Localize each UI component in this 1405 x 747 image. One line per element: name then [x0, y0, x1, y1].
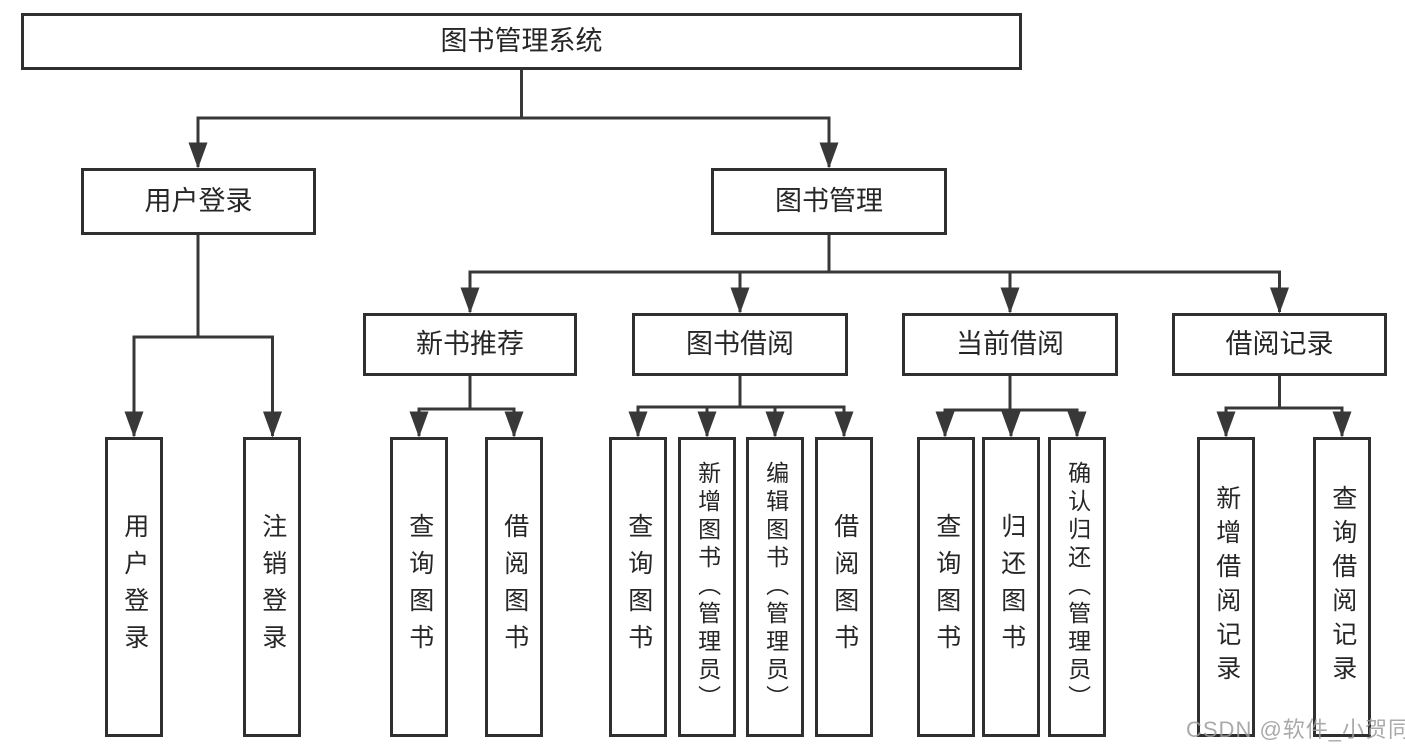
leaf-cb-confirm-return-admin: 确认归还（管理员） — [1048, 437, 1106, 737]
leaf-cb-return-books-label: 归还图书 — [997, 513, 1026, 661]
wire-bookmgmt-rail — [468, 233, 1281, 274]
leaf-br-query-record-label: 查询借阅记录 — [1328, 485, 1357, 689]
node-current-borrowing: 当前借阅 — [902, 313, 1118, 376]
leaf-bb-query-books-label: 查询图书 — [624, 513, 653, 661]
node-library-system: 图书管理系统 — [21, 13, 1022, 70]
leaf-bb-add-books-admin-label: 新增图书（管理员） — [694, 461, 721, 713]
wire-borrow-rail — [636, 374, 846, 409]
node-book-management: 图书管理 — [711, 168, 947, 235]
node-user-login: 用户登录 — [81, 168, 316, 235]
leaf-cb-query-books-label: 查询图书 — [932, 513, 961, 661]
leaf-user-login-label: 用户登录 — [120, 513, 149, 661]
node-book-borrowing-label: 图书借阅 — [686, 329, 794, 359]
watermark: CSDN @软件_小贺同学 — [1186, 717, 1405, 742]
wire-records-rail — [1224, 374, 1344, 410]
wire-userlogin-rail — [132, 233, 274, 339]
leaf-user-login: 用户登录 — [105, 437, 163, 737]
leaf-br-add-record-label: 新增借阅记录 — [1212, 485, 1241, 689]
wire-current-rail — [943, 374, 1079, 412]
leaf-cb-query-books: 查询图书 — [917, 437, 975, 737]
wire-root-rail — [196, 67, 831, 120]
wire-rec-rail — [417, 374, 516, 411]
leaf-bb-edit-books-admin: 编辑图书（管理员） — [746, 437, 804, 737]
node-current-borrowing-label: 当前借阅 — [956, 329, 1064, 359]
leaf-rec-borrow-books-label: 借阅图书 — [500, 513, 529, 661]
node-borrowing-records: 借阅记录 — [1172, 313, 1387, 376]
leaf-cb-confirm-return-admin-label: 确认归还（管理员） — [1064, 461, 1091, 713]
leaf-bb-query-books: 查询图书 — [609, 437, 667, 737]
leaf-bb-borrow-books: 借阅图书 — [815, 437, 873, 737]
leaf-bb-borrow-books-label: 借阅图书 — [830, 513, 859, 661]
node-user-login-label: 用户登录 — [144, 186, 253, 216]
node-borrowing-records-label: 借阅记录 — [1225, 329, 1334, 359]
leaf-br-add-record: 新增借阅记录 — [1197, 437, 1255, 737]
node-new-book-recommend-label: 新书推荐 — [416, 329, 524, 359]
node-library-system-label: 图书管理系统 — [440, 26, 603, 56]
leaf-rec-query-books: 查询图书 — [390, 437, 448, 737]
node-book-management-label: 图书管理 — [775, 186, 883, 216]
leaf-rec-borrow-books: 借阅图书 — [485, 437, 543, 737]
leaf-logout-label: 注销登录 — [258, 513, 287, 661]
leaf-bb-edit-books-admin-label: 编辑图书（管理员） — [762, 461, 789, 713]
leaf-br-query-record: 查询借阅记录 — [1313, 437, 1371, 737]
node-new-book-recommend: 新书推荐 — [363, 313, 577, 376]
node-book-borrowing: 图书借阅 — [632, 313, 848, 376]
leaf-rec-query-books-label: 查询图书 — [405, 513, 434, 661]
leaf-logout: 注销登录 — [243, 437, 301, 737]
leaf-cb-return-books: 归还图书 — [982, 437, 1040, 737]
leaf-bb-add-books-admin: 新增图书（管理员） — [678, 437, 736, 737]
